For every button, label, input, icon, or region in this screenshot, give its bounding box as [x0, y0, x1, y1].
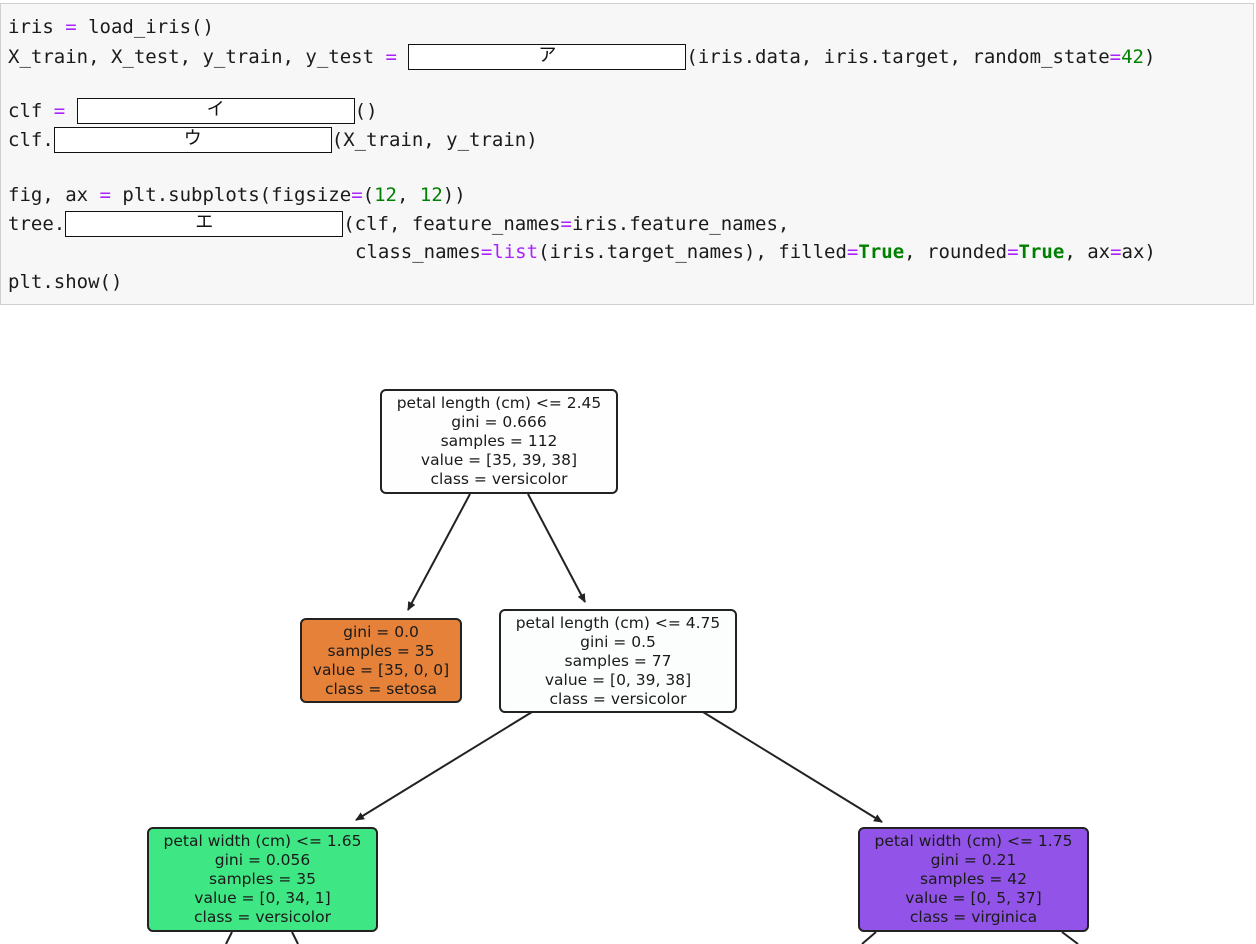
blank-u-box: ウ — [53, 126, 332, 153]
code-line-2: X_train, X_test, y_train, y_test = ア(iri… — [8, 43, 1156, 70]
edge-rl-down-left — [225, 931, 233, 944]
code-line-4: clf = イ() — [8, 97, 378, 124]
code-cell[interactable]: iris = load_iris() X_train, X_test, y_tr… — [0, 3, 1254, 305]
code-line-1: iris = load_iris() — [8, 16, 214, 38]
tree-edges — [225, 493, 1079, 944]
edge-root-left — [407, 493, 471, 611]
edge-rr-down-right — [1061, 931, 1079, 944]
blank-i-box: イ — [76, 97, 355, 124]
code-line-7: fig, ax = plt.subplots(figsize=(12, 12)) — [8, 184, 466, 206]
code-line-5: clf.ウ(X_train, y_train) — [8, 126, 538, 153]
edge-root-right — [527, 493, 586, 603]
code-line-9: class_names=list(iris.target_names), fil… — [355, 241, 1156, 263]
edge-right-rl — [355, 711, 533, 821]
edge-rr-down-left — [861, 931, 877, 944]
blank-e-box: エ — [65, 210, 344, 237]
code-line-8: tree.エ(clf, feature_names=iris.feature_n… — [8, 210, 790, 237]
edge-right-rr — [702, 711, 883, 823]
blank-a-box: ア — [408, 43, 687, 70]
code-line-10: plt.show() — [8, 271, 123, 293]
edge-rl-down-right — [291, 931, 299, 944]
